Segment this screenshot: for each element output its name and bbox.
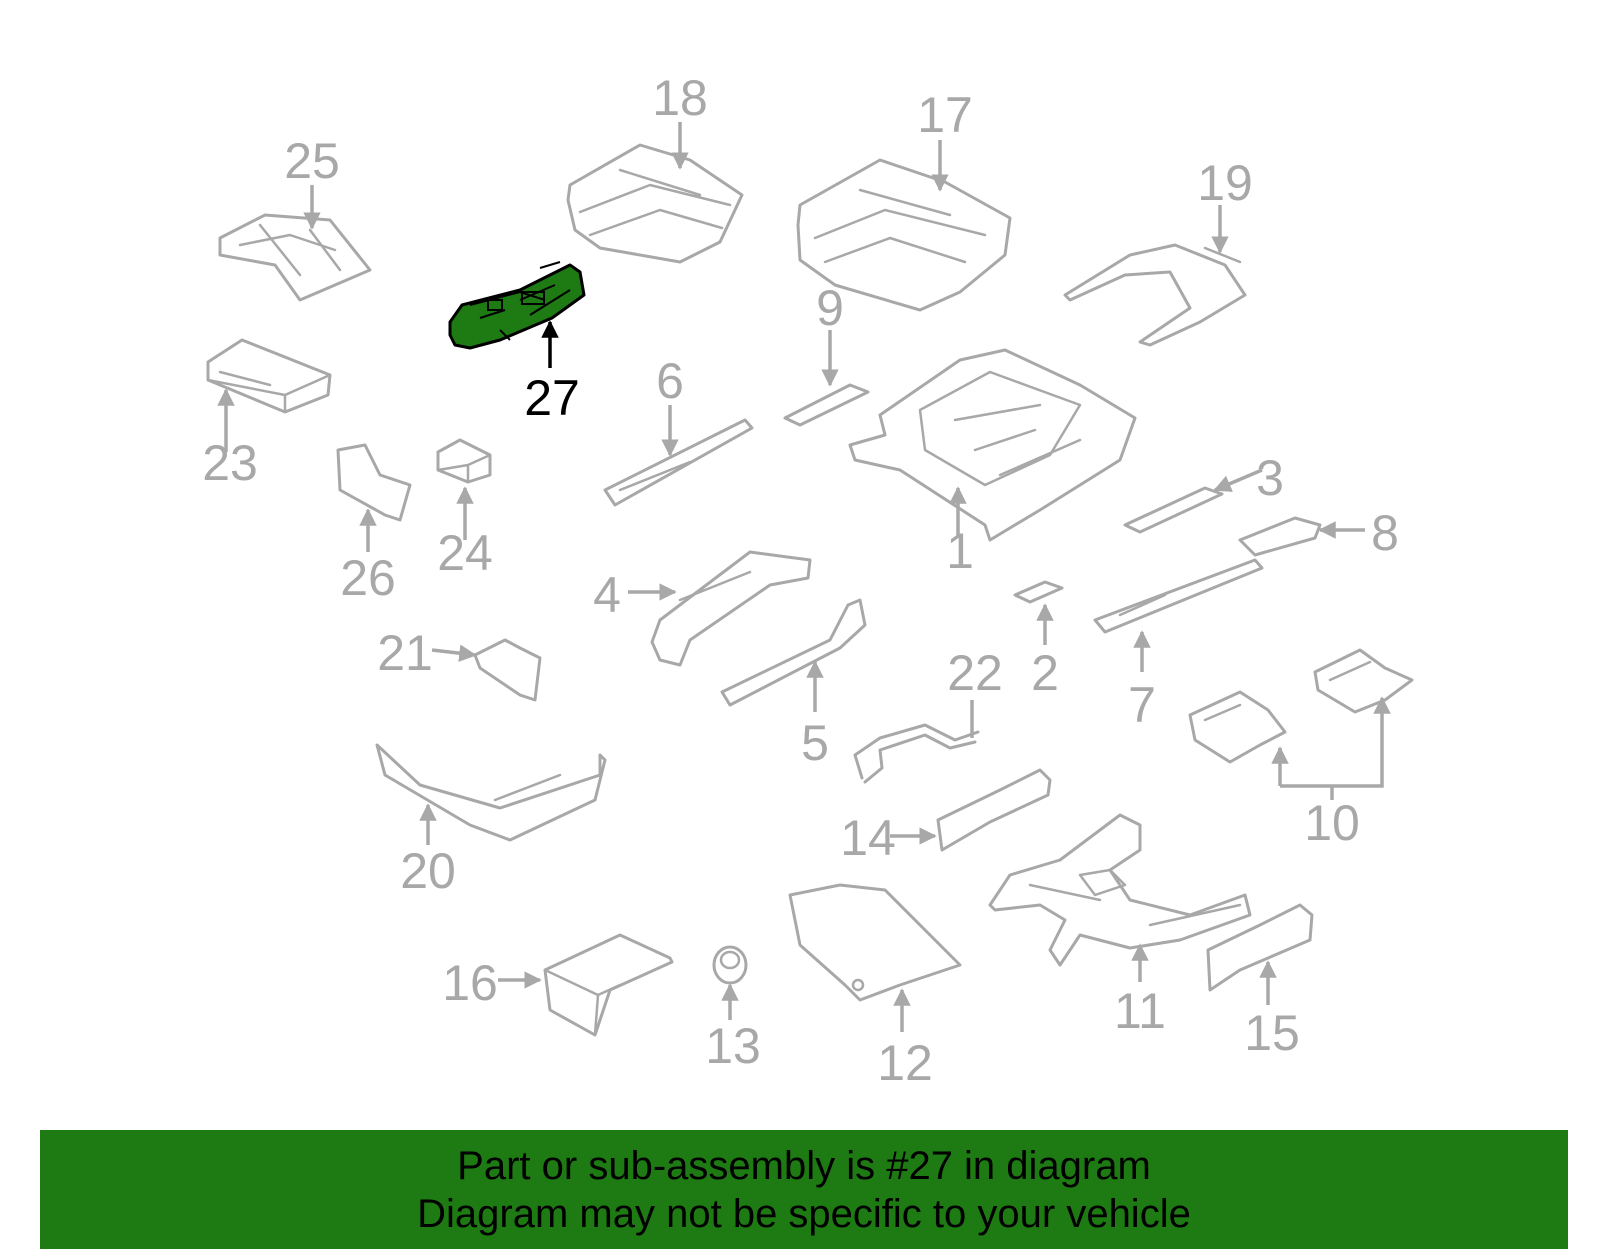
callout-2: 2 — [1031, 645, 1059, 701]
part-15-side-trim[interactable] — [1206, 903, 1314, 992]
callout-8: 8 — [1371, 505, 1399, 561]
part-16-tray[interactable] — [543, 933, 674, 1037]
part-24-relay[interactable] — [436, 438, 492, 484]
callout-6: 6 — [656, 353, 684, 409]
callout-4: 4 — [593, 567, 621, 623]
part-3-trim-strip[interactable] — [1123, 486, 1224, 534]
banner-line-2: Diagram may not be specific to your vehi… — [417, 1192, 1191, 1236]
callout-11: 11 — [1114, 983, 1166, 1039]
parts-diagram: 25 23 27 18 17 19 9 — [202, 70, 1414, 1091]
callout-12: 12 — [877, 1035, 933, 1091]
arrow-3 — [1213, 468, 1263, 492]
part-19-trim-panel[interactable] — [1063, 243, 1247, 347]
callout-24: 24 — [437, 525, 493, 581]
part-22-wire-harness[interactable] — [853, 723, 980, 784]
callout-3: 3 — [1256, 450, 1284, 506]
part-6-track-cover[interactable] — [603, 418, 754, 507]
callout-26: 26 — [340, 550, 396, 606]
callout-19: 19 — [1197, 155, 1253, 211]
callout-25: 25 — [284, 133, 340, 189]
part-1-seat-frame[interactable] — [848, 348, 1137, 542]
part-8-bracket[interactable] — [1238, 516, 1322, 557]
part-14-trim[interactable] — [936, 768, 1052, 852]
part-17-seat-cushion-cover[interactable] — [796, 158, 1012, 312]
part-25-bracket[interactable] — [218, 213, 372, 302]
part-20-front-cover[interactable] — [375, 743, 607, 842]
callout-22: 22 — [947, 645, 1003, 701]
callout-5: 5 — [801, 715, 829, 771]
callout-14: 14 — [840, 810, 896, 866]
part-26-bracket[interactable] — [336, 443, 412, 522]
part-2-clip[interactable] — [1013, 580, 1064, 604]
callout-18: 18 — [652, 70, 708, 126]
callout-13: 13 — [705, 1018, 761, 1074]
callout-20: 20 — [400, 843, 456, 899]
part-18-seat-cushion[interactable] — [566, 143, 744, 264]
part-27-seat-switch-assembly[interactable] — [448, 261, 586, 350]
part-4-side-shield[interactable] — [650, 550, 812, 667]
callout-10: 10 — [1304, 795, 1360, 851]
callout-7: 7 — [1128, 677, 1156, 733]
part-9-rail[interactable] — [783, 383, 870, 427]
callout-16: 16 — [442, 955, 498, 1011]
part-10-brackets[interactable] — [1188, 648, 1414, 764]
callout-15: 15 — [1244, 1005, 1300, 1061]
part-13-cap[interactable] — [712, 945, 748, 985]
part-21-bracket[interactable] — [473, 638, 542, 702]
info-banner: Part or sub-assembly is #27 in diagram D… — [40, 1130, 1568, 1249]
part-11-base-frame[interactable] — [988, 813, 1252, 967]
callout-27: 27 — [524, 370, 580, 426]
part-7-seat-rail[interactable] — [1093, 558, 1264, 634]
arrow-21 — [431, 644, 477, 662]
callout-1: 1 — [946, 523, 974, 579]
callout-17: 17 — [917, 87, 973, 143]
callout-21: 21 — [377, 625, 433, 681]
arrow-10 — [1278, 700, 1384, 788]
banner-line-1: Part or sub-assembly is #27 in diagram — [457, 1144, 1151, 1188]
callout-23: 23 — [202, 435, 258, 491]
part-23-control-module[interactable] — [206, 338, 332, 414]
part-12-side-panel[interactable] — [788, 883, 962, 1002]
part-5-rail-cover[interactable] — [720, 598, 867, 707]
callout-9: 9 — [816, 280, 844, 336]
